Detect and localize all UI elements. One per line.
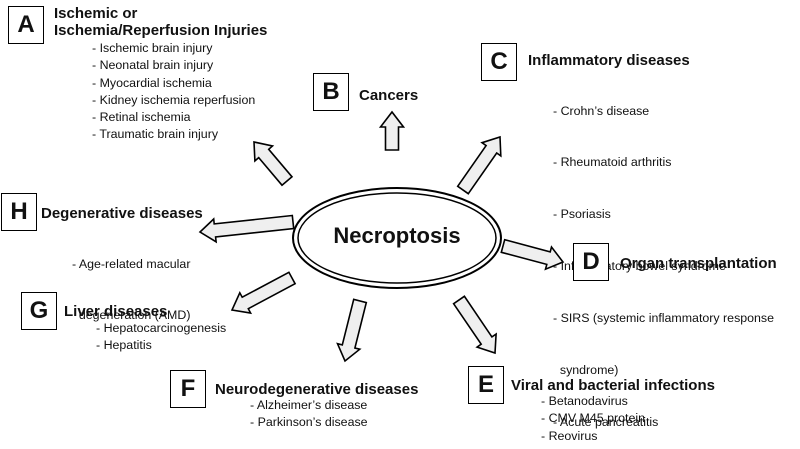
category-b-title: Cancers xyxy=(359,87,419,104)
label-box-f: F xyxy=(170,370,206,408)
list-item: - Hepatitis xyxy=(96,338,152,353)
category-d-title: Organ transplantation xyxy=(620,255,777,272)
category-g-title: Liver diseases xyxy=(64,303,168,320)
category-e-title: Viral and bacterial infections xyxy=(511,377,715,394)
arrow-to-a xyxy=(253,140,294,187)
list-item: degeneration (AMD) xyxy=(72,308,191,323)
category-g-list: - Hepatocarcinogenesis - Hepatitis xyxy=(96,320,226,355)
list-item: - Hepatocarcinogenesis xyxy=(96,321,227,335)
arrow-to-h xyxy=(198,214,295,244)
label-box-d: D xyxy=(573,243,609,281)
category-c-list: - Crohn’s disease - Rheumatoid arthritis… xyxy=(553,68,774,449)
category-f-title: Neurodegenerative diseases xyxy=(215,381,419,398)
label-box-b: B xyxy=(313,73,349,111)
center-ellipse-outer xyxy=(292,187,502,289)
list-item: - Psoriasis xyxy=(553,207,611,222)
category-h-title: Degenerative diseases xyxy=(41,205,203,222)
arrow-to-f xyxy=(336,298,368,363)
list-item: - Neonatal brain injury xyxy=(92,58,214,73)
list-item: - Myocardial ischemia xyxy=(92,75,212,90)
label-box-g: G xyxy=(21,292,57,330)
category-f-list: - Alzheimer’s disease - Parkinson’s dise… xyxy=(250,397,368,432)
category-e-list: - Betanodavirus - CMV M45 protein - Reov… xyxy=(541,393,645,445)
category-a-title-line-2: Ischemia/Reperfusion Injuries xyxy=(54,22,268,39)
category-a-list: - Ischemic brain injury - Neonatal brain… xyxy=(92,40,255,144)
arrow-to-g xyxy=(230,271,297,315)
list-item: - Rheumatoid arthritis xyxy=(553,155,672,170)
list-item: - Traumatic brain injury xyxy=(92,127,219,142)
center-label: Necroptosis xyxy=(333,223,461,248)
list-item: - CMV M45 protein xyxy=(541,411,645,426)
list-item: syndrome) xyxy=(553,363,619,378)
label-box-a: A xyxy=(8,6,44,44)
arrow-to-b xyxy=(378,110,406,151)
category-c-title: Inflammatory diseases xyxy=(528,52,690,69)
list-item: - Ischemic brain injury xyxy=(92,41,213,55)
label-box-c: C xyxy=(481,43,517,81)
arrow-to-e xyxy=(452,295,497,355)
arrow-to-d xyxy=(500,238,565,271)
list-item: - Alzheimer’s disease xyxy=(250,398,368,412)
label-box-e: E xyxy=(468,366,504,404)
list-item: - SIRS (systemic inflammatory response xyxy=(553,311,775,326)
category-a-title: Ischemic or Ischemia/Reperfusion Injurie… xyxy=(54,5,267,39)
list-item: - Betanodavirus xyxy=(541,394,628,408)
list-item: - Retinal ischemia xyxy=(92,110,191,125)
label-box-h: H xyxy=(1,193,37,231)
category-a-title-line-1: Ischemic or xyxy=(54,5,138,22)
list-item: - Parkinson’s disease xyxy=(250,415,368,430)
list-item: - Reovirus xyxy=(541,428,598,443)
list-item: - Kidney ischemia reperfusion xyxy=(92,92,256,107)
arrow-to-c xyxy=(456,135,502,195)
list-item: - Acute pancreatitis xyxy=(553,414,659,429)
list-item: - Age-related macular xyxy=(72,256,191,271)
list-item: - Crohn’s disease xyxy=(553,103,650,118)
center-ellipse-inner xyxy=(297,192,497,284)
category-h-list: - Age-related macular degeneration (AMD) xyxy=(72,221,190,342)
